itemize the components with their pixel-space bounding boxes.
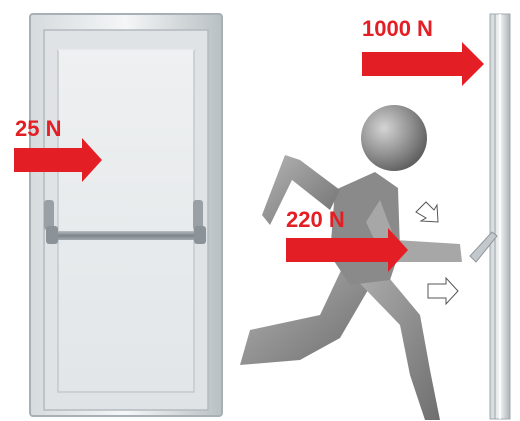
force-arrow-1000n xyxy=(362,42,484,86)
exit-door xyxy=(30,14,222,416)
running-person xyxy=(240,105,462,420)
force-label-220n: 220 N xyxy=(286,208,345,232)
right-arrow-icon xyxy=(428,278,458,304)
force-label-1000n: 1000 N xyxy=(362,17,433,41)
force-label-25n: 25 N xyxy=(15,117,61,141)
diagonal-arrow-icon xyxy=(416,202,438,222)
door-edge xyxy=(490,14,510,419)
